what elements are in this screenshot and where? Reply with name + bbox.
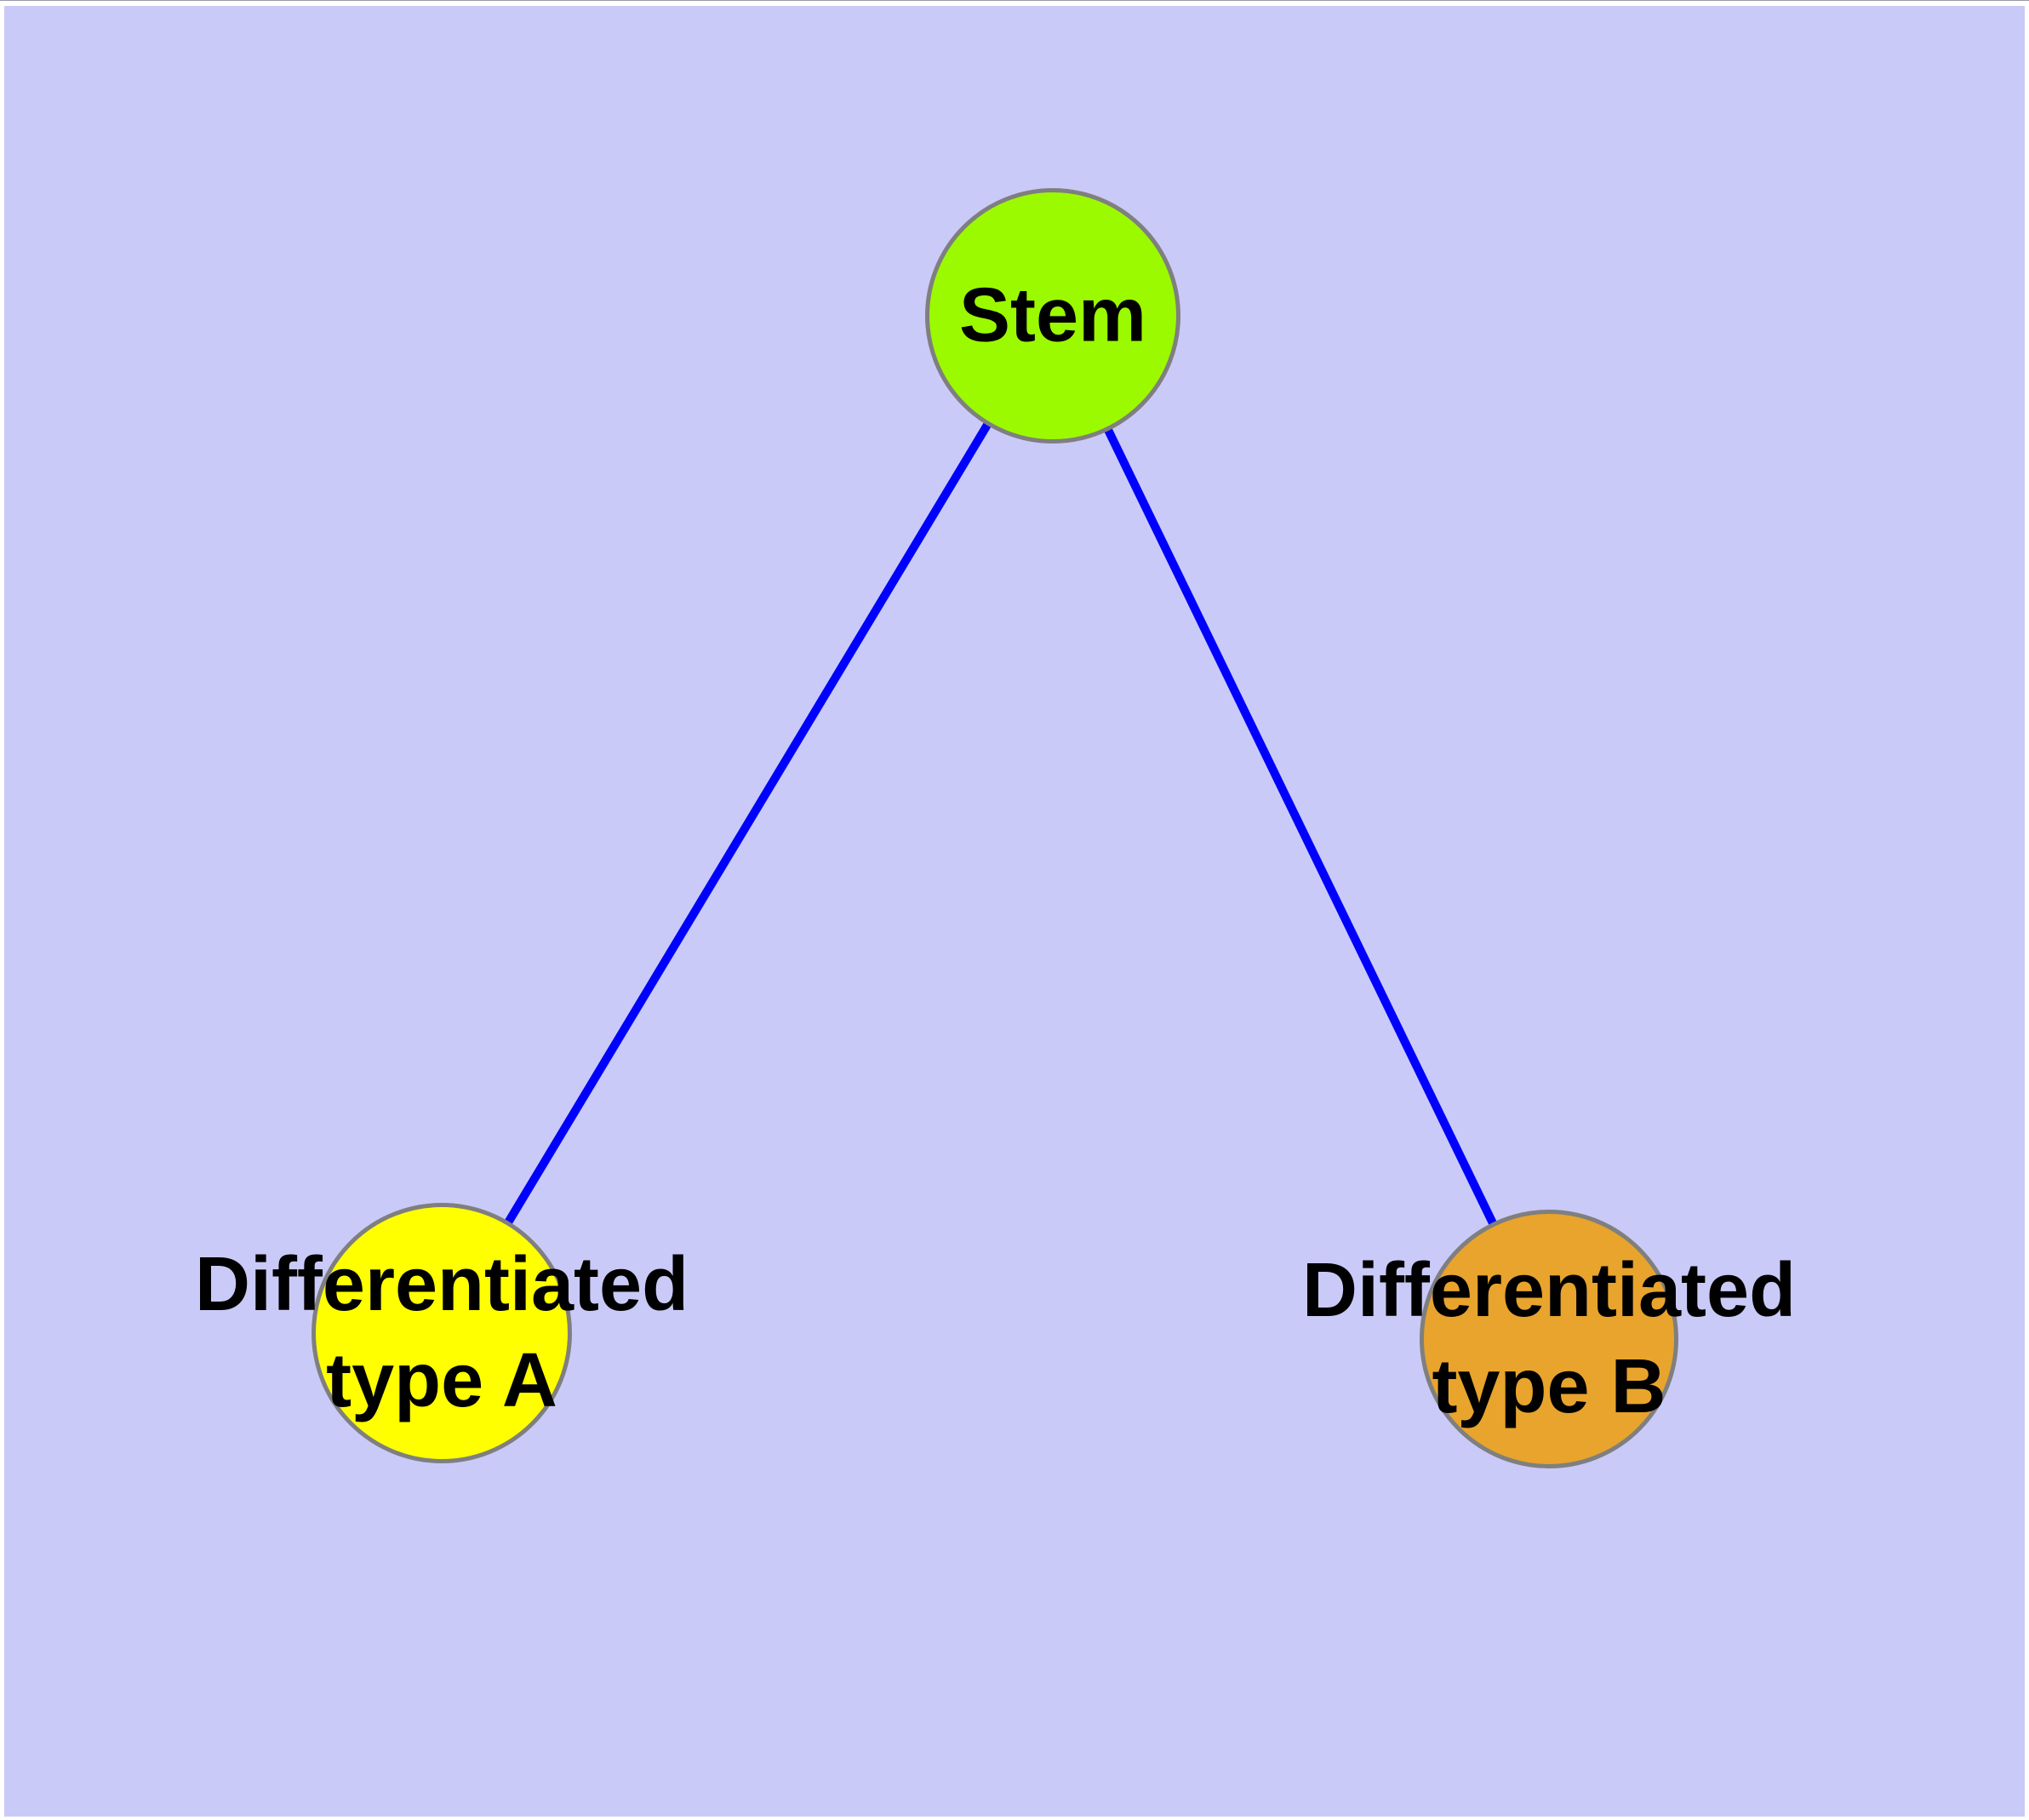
edge-stem-to-type-b[interactable] xyxy=(1049,313,1553,1342)
graph-canvas[interactable]: Stem Differentiated type A Differentiate… xyxy=(4,6,2025,1817)
edges-layer xyxy=(437,313,1553,1342)
edge-stem-to-type-a[interactable] xyxy=(437,313,1057,1336)
stem-node[interactable] xyxy=(925,188,1180,444)
differentiated-type-a-node[interactable] xyxy=(311,1203,572,1463)
differentiated-type-b-node[interactable] xyxy=(1420,1210,1678,1468)
